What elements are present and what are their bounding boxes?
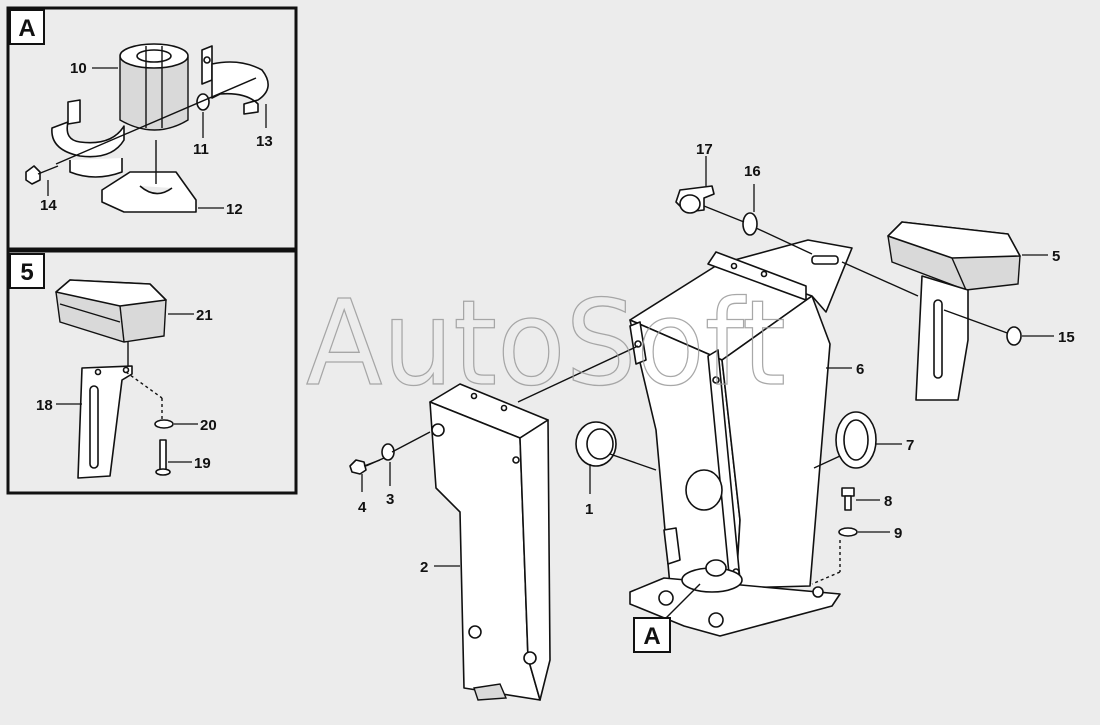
callout-19: 19 [194,455,211,472]
part-10-bushing [119,43,189,131]
callout-14: 14 [40,197,57,214]
callout-4: 4 [358,499,367,516]
callout-5: 5 [1052,248,1060,265]
detail-panel-5-tag: 5 [20,259,33,286]
callout-18: 18 [36,397,53,414]
detail-panel-a: A [6,6,298,251]
part-18-bracket [77,365,133,479]
detail-panel-a-tag-box [9,9,45,45]
part-11-washer [196,93,210,111]
part-clamp-left [51,99,125,178]
detail-a-callout: A [643,623,660,650]
callout-1: 1 [585,501,593,518]
callout-16: 16 [744,163,761,180]
callout-11: 11 [193,141,209,158]
callout-12: 12 [226,201,243,218]
detail-panel-a-tag: A [18,15,35,42]
part-16-washer [742,212,758,236]
callout-10: 10 [70,60,87,77]
part-14-bolt [25,165,59,185]
callout-15: 15 [1058,329,1075,346]
callout-6: 6 [856,361,864,378]
detail-panel-5: 5 21 18 20 19 [6,249,298,495]
callout-13: 13 [256,133,273,150]
callout-8: 8 [884,493,892,510]
callout-2: 2 [420,559,428,576]
part-6-column [629,239,853,637]
detail-panel-5-tag-box [9,253,45,289]
part-13-clamp-right [201,45,269,115]
callout-3: 3 [386,491,394,508]
callout-7: 7 [906,437,914,454]
part-5-armrest [887,221,1021,401]
part-8-bolt [841,487,855,511]
part-1-grommet [575,421,617,467]
part-3-washer [381,443,395,461]
callout-20: 20 [200,417,217,434]
part-9-washer [838,527,858,537]
part-2-side-plate [429,383,551,701]
callout-9: 9 [894,525,902,542]
part-12-plate [101,171,197,213]
callout-21: 21 [196,307,213,324]
callout-17: 17 [696,141,713,158]
watermark-text: AutoSoft [306,274,786,412]
part-21-armrest-pad [55,279,167,343]
detail-a-callout-box [633,617,671,653]
part-7-boot [835,411,877,469]
part-15-rivet [1006,326,1022,346]
part-20-washer [154,419,174,429]
part-17-pin [675,185,715,214]
part-19-bolt [155,439,171,476]
